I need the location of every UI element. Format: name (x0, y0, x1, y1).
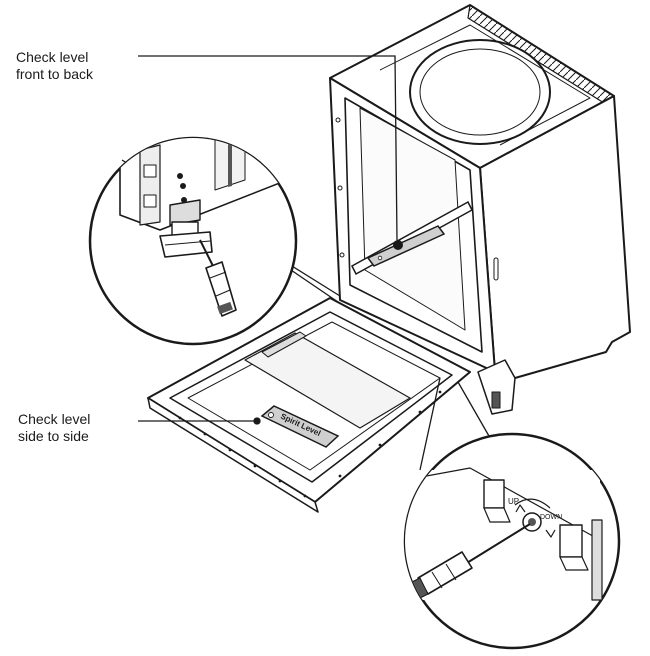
callout-front-line-1: Check level (16, 49, 89, 65)
callout-side-to-side: Check level side to side (18, 411, 90, 445)
spirit-level-front-to-back (366, 225, 446, 267)
detail-circle-leveling-leg (88, 136, 298, 346)
detail-circle-rear-adjuster: UP DOWN (403, 432, 621, 650)
dishwasher-door (147, 297, 471, 513)
callout-front-to-back: Check level front to back (16, 49, 93, 83)
callout-front-line-2: front to back (16, 66, 94, 82)
callout-side-line-1: Check level (18, 411, 91, 427)
dishwasher-body (329, 4, 631, 415)
callout-side-line-2: side to side (18, 428, 89, 444)
spirit-level-side-to-side: Spirit Level (260, 405, 340, 448)
adjuster-down-label: DOWN (540, 514, 562, 521)
adjuster-up-label: UP (508, 497, 519, 506)
